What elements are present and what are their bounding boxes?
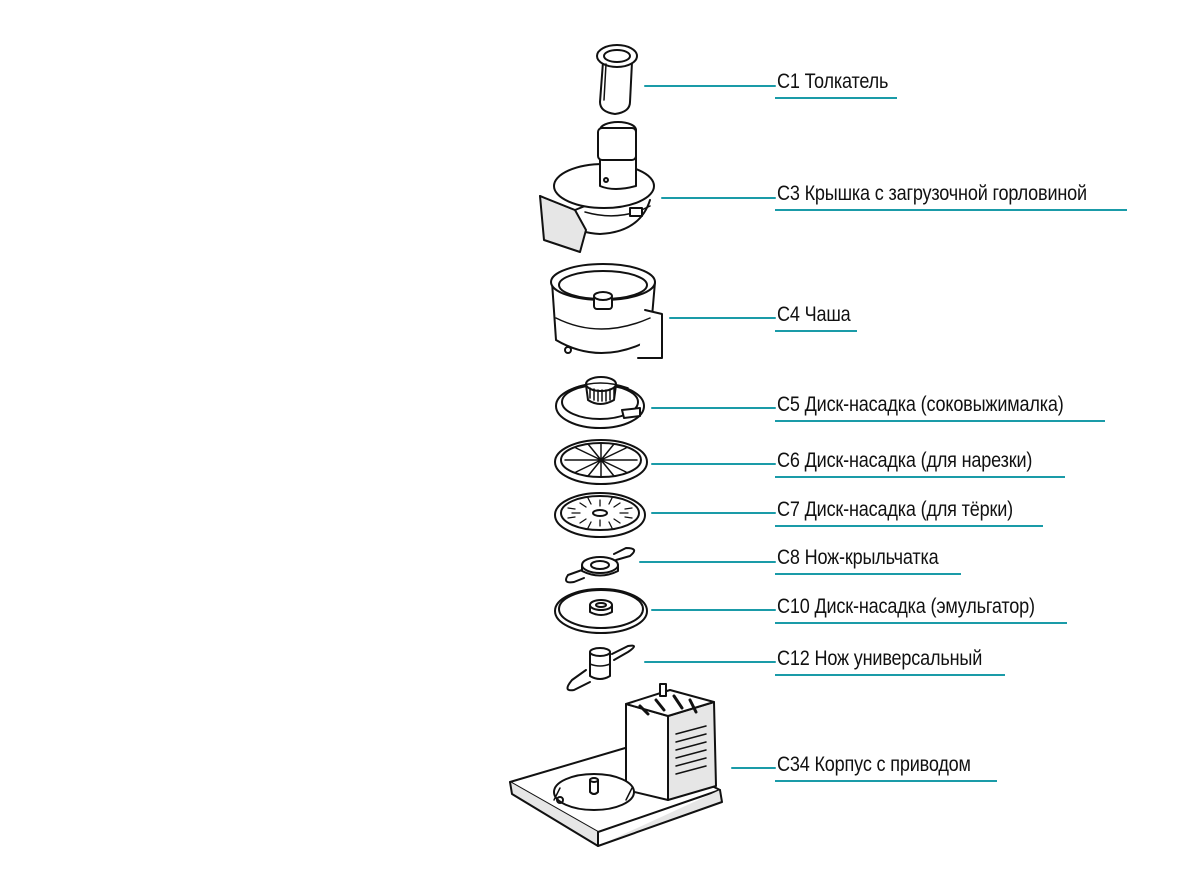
grating-disc-part bbox=[554, 492, 646, 538]
callout-underline-c5 bbox=[775, 420, 1105, 422]
connector-lines bbox=[639, 85, 776, 769]
lid-part bbox=[539, 121, 655, 253]
callout-label-c12: C12 Нож универсальный bbox=[777, 647, 983, 670]
callout-label-c7: C7 Диск-насадка (для тёрки) bbox=[777, 498, 1013, 521]
universal-knife-part bbox=[566, 644, 635, 692]
callout-underline-c12 bbox=[775, 674, 1005, 676]
juicer-disc-part bbox=[555, 376, 645, 429]
callout-underline-c6 bbox=[775, 476, 1065, 478]
callout-label-c10: C10 Диск-насадка (эмульгатор) bbox=[777, 595, 1035, 618]
pusher-part bbox=[596, 44, 638, 115]
callout-underline-c34 bbox=[775, 780, 997, 782]
callout-label-c1: C1 Толкатель bbox=[777, 70, 889, 93]
bowl-part bbox=[550, 263, 663, 359]
callout-underline-c4 bbox=[775, 330, 857, 332]
motor-base-part bbox=[509, 683, 723, 847]
callout-label-c3: C3 Крышка с загрузочной горловиной bbox=[777, 182, 1087, 205]
callout-underline-c1 bbox=[775, 97, 897, 99]
callout-underline-c3 bbox=[775, 209, 1127, 211]
callout-label-c34: C34 Корпус с приводом bbox=[777, 753, 971, 776]
slicing-disc-part bbox=[554, 439, 648, 485]
impeller-knife-part bbox=[565, 547, 636, 584]
callout-label-c8: C8 Нож-крыльчатка bbox=[777, 546, 939, 569]
callout-underline-c8 bbox=[775, 573, 961, 575]
callout-underline-c10 bbox=[775, 622, 1067, 624]
callout-label-c4: C4 Чаша bbox=[777, 303, 851, 326]
callout-label-c6: C6 Диск-насадка (для нарезки) bbox=[777, 449, 1033, 472]
callout-underline-c7 bbox=[775, 525, 1043, 527]
emulsifier-disc-part bbox=[554, 588, 648, 634]
callout-label-c5: C5 Диск-насадка (соковыжималка) bbox=[777, 393, 1064, 416]
